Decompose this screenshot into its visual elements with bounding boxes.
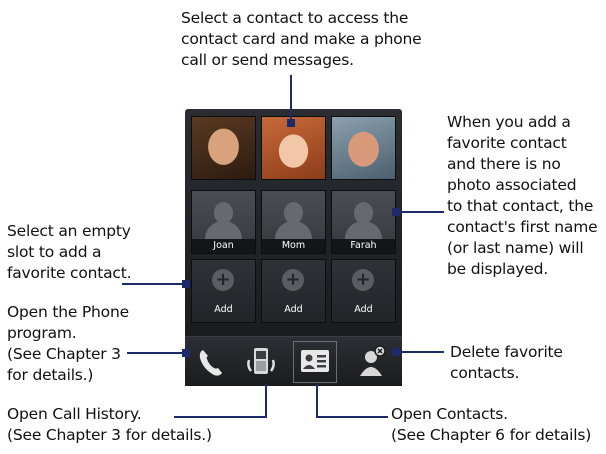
- leader-line-empty-slot: [122, 283, 185, 285]
- contacts-button[interactable]: [293, 341, 337, 383]
- leader-dot-favorite-name: [392, 208, 400, 216]
- favorite-photo-3[interactable]: [331, 116, 396, 180]
- phone-icon: [199, 350, 222, 376]
- leader-line-call-history-h: [174, 416, 267, 418]
- avatar-silhouette-icon: [214, 202, 233, 224]
- leader-line-phone: [127, 352, 185, 354]
- callout-favorite-name: When you add a favorite contact and ther…: [447, 113, 598, 278]
- leader-line-contacts-h: [316, 416, 388, 418]
- plus-icon: +: [282, 269, 304, 291]
- leader-line-call-history-v: [265, 384, 267, 418]
- leader-dot-select-contact: [287, 119, 295, 127]
- plus-icon: +: [352, 269, 374, 291]
- call-history-button[interactable]: [241, 342, 283, 382]
- plus-icon: +: [212, 269, 234, 291]
- add-label: Add: [354, 304, 373, 315]
- phone-button[interactable]: [189, 342, 231, 382]
- callout-select-contact: Select a contact to access the contact c…: [181, 9, 422, 69]
- favorite-name-label: Farah: [332, 239, 395, 253]
- favorite-name-label: Joan: [192, 239, 255, 253]
- leader-dot-empty-slot: [182, 280, 190, 288]
- leader-line-contacts-v: [316, 384, 318, 418]
- leader-line-select-contact: [290, 75, 292, 123]
- avatar-silhouette-icon: [284, 202, 303, 224]
- callout-call-history: Open Call History. (See Chapter 3 for de…: [7, 405, 212, 444]
- leader-line-favorite-name: [396, 211, 444, 213]
- leader-line-delete: [396, 351, 444, 353]
- add-favorite-slot-3[interactable]: + Add: [331, 259, 396, 323]
- avatar-silhouette-icon: [354, 202, 373, 224]
- favorite-photo-2[interactable]: [261, 116, 326, 180]
- add-label: Add: [284, 304, 303, 315]
- callout-empty-slot: Select an empty slot to add a favorite c…: [7, 222, 132, 282]
- avatar-silhouette-body: [275, 221, 312, 243]
- leader-dot-phone: [182, 349, 190, 357]
- avatar-silhouette-body: [205, 221, 242, 243]
- add-favorite-slot-2[interactable]: + Add: [261, 259, 326, 323]
- favorite-tile-farah[interactable]: Farah: [331, 190, 396, 254]
- favorite-name-label: Mom: [262, 239, 325, 253]
- callout-contacts: Open Contacts. (See Chapter 6 for detail…: [391, 405, 592, 444]
- delete-favorite-icon: [360, 345, 386, 376]
- add-favorite-slot-1[interactable]: + Add: [191, 259, 256, 323]
- favorite-photo-1[interactable]: [191, 116, 256, 180]
- call-history-icon: [247, 348, 275, 374]
- favorite-tile-joan[interactable]: Joan: [191, 190, 256, 254]
- contacts-card-icon: [301, 350, 329, 372]
- delete-favorite-button[interactable]: [351, 342, 393, 382]
- add-label: Add: [214, 304, 233, 315]
- callout-phone-program: Open the Phone program. (See Chapter 3 f…: [7, 303, 129, 384]
- callout-delete-favorites: Delete favorite contacts.: [450, 343, 563, 382]
- favorite-tile-mom[interactable]: Mom: [261, 190, 326, 254]
- favorites-panel: Joan Mom Farah + Add + Add + Add: [185, 109, 402, 386]
- avatar-silhouette-body: [345, 221, 382, 243]
- leader-dot-delete: [392, 348, 400, 356]
- bottom-toolbar: [185, 336, 402, 386]
